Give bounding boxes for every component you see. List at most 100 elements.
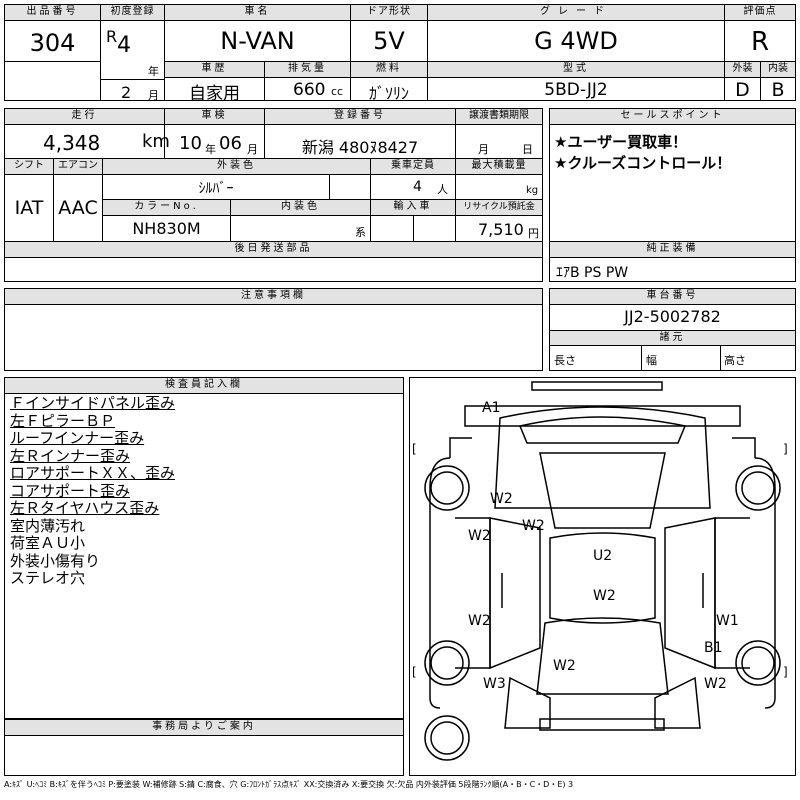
shift-cell: シフト IAT [4, 158, 54, 242]
interior-color-unit: 系 [355, 226, 366, 239]
damage-mark-right-rear-bumper: W2 [704, 676, 727, 692]
equipment-cell: 純正装備 ｴｱB PS PW [549, 241, 796, 282]
model-name: N-VAN [220, 27, 295, 55]
inspector-note: ロアサポートＸＸ、歪み [10, 464, 176, 482]
exterior-color: ｼﾙﾊﾞｰ [198, 181, 234, 197]
recycle-deposit-label: リサイクル預託金 [456, 200, 542, 216]
history: 自家用 [189, 84, 240, 104]
inspection-label: 車検 [165, 109, 264, 125]
damage-mark-front-left: W2 [490, 491, 513, 507]
max-load-unit: kg [526, 185, 539, 196]
damage-mark-left-rear-bumper: W3 [483, 676, 506, 692]
lot-label: 出品番号 [5, 5, 100, 21]
score: R [750, 27, 770, 57]
interior-grade-cell: 内装 B [760, 61, 796, 101]
damage-mark-right-rear-door: W1 [716, 613, 739, 629]
inspector-notes-cell: 検査員記入欄 [4, 377, 404, 719]
transfer-month-unit: 月 [478, 143, 489, 156]
recycle-deposit: 7,510 [478, 220, 524, 239]
inspection-month-unit: 月 [247, 143, 258, 156]
inspector-note: 室内薄汚れ [10, 516, 86, 535]
shift-label: シフト [5, 159, 53, 175]
spec-label: 諸元 [550, 330, 795, 346]
vehicle-diagram: [ ] [ ] A1 W2 W2 W2 U2 W2 W2 W1 B1 W2 W3… [409, 377, 796, 776]
ac-label: エアコン [54, 159, 102, 175]
svg-text:]: ] [783, 442, 788, 456]
transfer-day-unit: 日 [522, 143, 533, 156]
first-registration-cell: 初度登録 R 4 年 2 月 [100, 4, 165, 102]
later-parts-cell: 後日発送部品 [4, 241, 543, 282]
score-cell: 評価点 R [724, 4, 796, 62]
sales-points-cell: セールスポイント ★ユーザー買取車！ ★クルーズコントロール！ [549, 108, 796, 242]
interior-grade-label: 内装 [761, 62, 795, 78]
exterior-grade-label: 外装 [725, 62, 760, 78]
inspector-note: Ｆインサイドパネル歪み [10, 394, 176, 412]
chassis-label: 車台番号 [550, 289, 795, 305]
inspector-note: ルーフインナー歪み [10, 429, 145, 447]
sales-points-label: セールスポイント [550, 109, 795, 125]
model-cell: 車名 N-VAN [164, 4, 351, 62]
damage-mark-left-front-door: W2 [468, 528, 491, 544]
type-cell: 型式 5BD-JJ2 [427, 61, 725, 101]
registration-month: 2 [121, 83, 132, 102]
import-cell: 輸入車 [370, 199, 456, 242]
plate-number: 新潟 480ﾇ8427 [301, 138, 419, 157]
registration-year: 4 [117, 33, 131, 58]
damage-mark-right-rear-panel: B1 [704, 640, 723, 656]
damage-mark-roof-rear: W2 [593, 588, 616, 604]
recycle-deposit-unit: 円 [528, 227, 539, 240]
displacement: 660 [293, 80, 326, 100]
office-info-label: 事務局よりご案内 [5, 720, 403, 736]
score-label: 評価点 [725, 5, 795, 21]
max-load-label: 最大積載量 [456, 159, 542, 175]
door-type: 5V [373, 27, 405, 55]
inspector-note: 左Ｒタイヤハウス歪み [10, 499, 160, 517]
color-number-label: カラーNo. [103, 200, 230, 216]
inspector-note: 荷室ＡＵ小 [10, 534, 86, 552]
equipment: ｴｱB PS PW [556, 265, 629, 281]
model-label: 車名 [165, 5, 350, 21]
ac: AAC [58, 197, 98, 219]
history-label: 車歴 [165, 62, 264, 78]
exterior-color-cell: 外装色 ｼﾙﾊﾞｰ [102, 158, 371, 200]
fuel-label: 燃料 [351, 62, 427, 78]
inspection-year-unit: 年 [205, 143, 216, 156]
import-label: 輸入車 [371, 200, 455, 216]
exterior-grade: D [735, 79, 750, 101]
inspector-note: ステレオ穴 [10, 569, 86, 587]
recycle-deposit-cell: リサイクル預託金 7,510 円 [455, 199, 543, 242]
lot-number: 304 [29, 29, 76, 57]
later-parts-label: 後日発送部品 [5, 242, 542, 258]
interior-color-label: 内装色 [231, 200, 370, 216]
capacity-unit: 人 [437, 183, 448, 196]
fuel-cell: 燃料 ｶﾞｿﾘﾝ [350, 61, 428, 103]
max-load-cell: 最大積載量 kg [455, 158, 543, 200]
exterior-color-label: 外装色 [103, 159, 370, 175]
type: 5BD-JJ2 [544, 80, 608, 100]
inspection-month: 06 [219, 133, 242, 154]
type-label: 型式 [428, 62, 724, 78]
length-label: 長さ [554, 354, 576, 367]
svg-text:[: [ [412, 665, 417, 679]
chassis-cell: 車台番号 JJ2-5002782 諸元 長さ 幅 高さ [549, 288, 796, 371]
transfer-deadline-label: 譲渡書類期限 [456, 109, 542, 125]
office-info-cell: 事務局よりご案内 [4, 719, 404, 776]
capacity: 4 [413, 179, 422, 195]
plate-label: 登録番号 [265, 109, 455, 125]
history-cell: 車歴 自家用 [164, 61, 265, 104]
inspector-note: コアサポート歪み [10, 481, 131, 500]
plate-cell: 登録番号 新潟 480ﾇ8427 [264, 108, 456, 159]
capacity-cell: 乗車定員 4 人 [370, 158, 456, 200]
chassis-number: JJ2-5002782 [624, 307, 721, 326]
damage-mark-rear-gate: W2 [553, 658, 576, 674]
equipment-label: 純正装備 [550, 242, 795, 258]
svg-text:[: [ [412, 442, 417, 456]
height-label: 高さ [724, 354, 746, 367]
mileage-cell: 走行 4,348 km [4, 108, 170, 159]
notes-label: 注意事項欄 [5, 289, 542, 305]
car-outline: [ ] [ ] [412, 381, 788, 761]
sales-point-2: ★クルーズコントロール！ [554, 154, 732, 172]
sales-point-1: ★ユーザー買取車！ [554, 133, 688, 151]
svg-text:]: ] [783, 665, 788, 679]
color-number-cell: カラーNo. NH830M [102, 199, 231, 242]
